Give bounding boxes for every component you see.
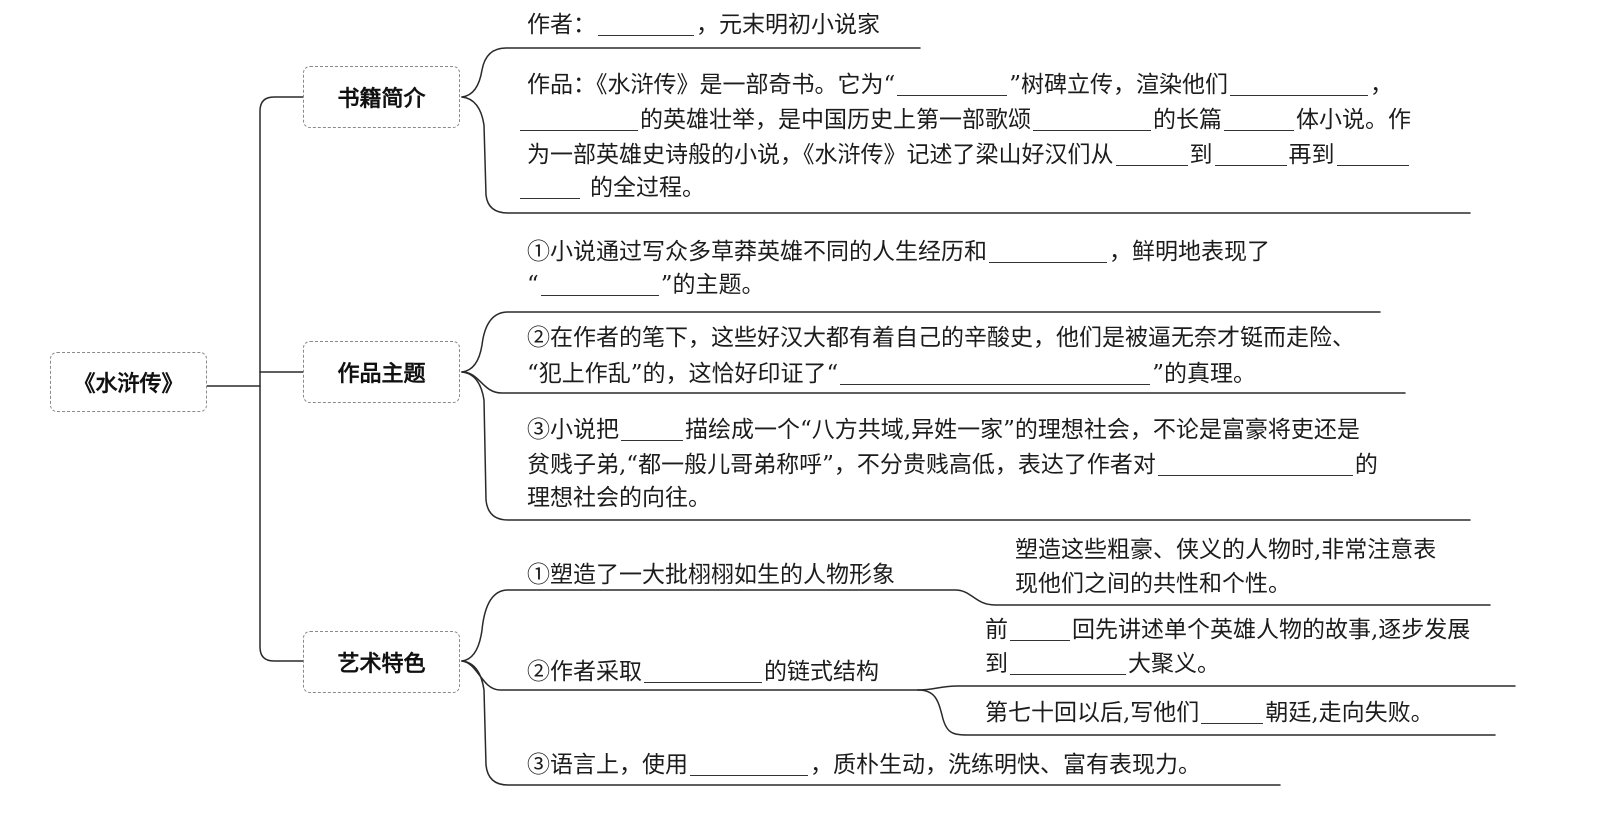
text-segment: ②作者采取 — [527, 659, 642, 685]
text-segment: ③小说把 — [527, 417, 619, 443]
text-segment: 前 — [985, 617, 1008, 643]
text-segment: ②在作者的笔下，这些好汉大都有着自己的辛酸史，他们是被逼无奈才铤而走险、 — [527, 325, 1355, 351]
fill-blank — [989, 242, 1107, 263]
works-line-1: 作品：《水浒传》是一部奇书。它为“ ”树碑立传，渲染他们 ， — [527, 70, 1393, 100]
art-middle-sub-bottom-connector — [917, 689, 1496, 736]
art-3-line: ③语言上，使用 ，质朴生动，洗练明快、富有表现力。 — [527, 750, 1201, 780]
theme-1-line-1: ①小说通过写众多草莽英雄不同的人生经历和 ，鲜明地表现了 — [527, 237, 1270, 267]
text-segment: ，质朴生动，洗练明快、富有表现力。 — [810, 752, 1201, 778]
text-segment: 作品：《水浒传》是一部奇书。它为“ — [527, 72, 896, 98]
text-segment: ③语言上，使用 — [527, 752, 688, 778]
author-line: 作者： ，元末明初小说家 — [527, 10, 880, 40]
branch-node-theme: 作品主题 — [303, 341, 460, 403]
fill-blank — [840, 364, 1151, 385]
art-1-line: ①塑造了一大批栩栩如生的人物形象 — [527, 560, 895, 590]
fill-blank — [598, 15, 694, 36]
text-segment: 为一部英雄史诗般的小说，《水浒传》记述了梁山好汉们从 — [527, 142, 1114, 168]
text-segment: “犯上作乱”的，这恰好印证了“ — [527, 361, 839, 387]
art-2-detail-2-line: 第七十回以后,写他们 朝廷,走向失败。 — [985, 698, 1434, 728]
fill-blank — [1230, 75, 1369, 96]
fill-blank — [621, 420, 683, 441]
theme-3-line-1: ③小说把 描绘成一个“八方共域,异姓一家”的理想社会，不论是富豪将吏还是 — [527, 415, 1360, 445]
intro-bottom-connector — [461, 96, 1471, 214]
text-segment: 的 — [1354, 452, 1378, 478]
fill-blank — [1214, 145, 1287, 166]
trunk-connector — [259, 96, 304, 662]
text-segment: ，鲜明地表现了 — [1109, 239, 1270, 265]
fill-blank — [897, 75, 1008, 96]
text-segment: ”的主题。 — [660, 272, 765, 298]
art-2-line: ②作者采取 的链式结构 — [527, 657, 879, 687]
text-segment: ，元末明初小说家 — [696, 12, 880, 38]
fill-blank — [1224, 110, 1294, 131]
theme-top-connector — [461, 311, 1381, 373]
art-2-detail-1-line-2: 到 大聚义。 — [985, 649, 1220, 679]
fill-blank — [1010, 620, 1070, 641]
text-segment: 的英雄壮举，是中国历史上第一部歌颂 — [640, 107, 1031, 133]
works-line-3: 为一部英雄史诗般的小说，《水浒传》记述了梁山好汉们从 到 再到 — [527, 140, 1411, 170]
text-segment: 塑造这些粗豪、侠义的人物时,非常注意表 — [1015, 537, 1437, 563]
branch-node-art: 艺术特色 — [303, 631, 460, 693]
fill-blank — [1157, 455, 1353, 476]
fill-blank — [520, 110, 638, 131]
text-segment: 朝廷,走向失败。 — [1265, 700, 1434, 726]
art-2-detail-1-line-1: 前 回先讲述单个英雄人物的故事,逐步发展 — [985, 615, 1470, 645]
text-segment: ①塑造了一大批栩栩如生的人物形象 — [527, 562, 895, 588]
art-bottom-connector — [461, 660, 1281, 786]
text-segment: 理想社会的向往。 — [527, 485, 711, 511]
text-segment: ， — [1370, 72, 1394, 98]
text-segment: 的链式结构 — [764, 659, 879, 685]
fill-blank — [1201, 703, 1264, 724]
text-segment: 现他们之间的共性和个性。 — [1015, 571, 1291, 597]
text-segment: 的长篇 — [1153, 107, 1222, 133]
text-segment: 贫贱子弟,“都一般儿哥弟称呼”，不分贵贱高低，表达了作者对 — [527, 452, 1156, 478]
text-segment: 体小说。作 — [1296, 107, 1411, 133]
intro-top-connector — [461, 47, 921, 98]
text-segment: ”的真理。 — [1152, 361, 1257, 387]
text-segment: 描绘成一个“八方共域,异姓一家”的理想社会，不论是富豪将吏还是 — [685, 417, 1360, 443]
text-segment: ①小说通过写众多草莽英雄不同的人生经历和 — [527, 239, 987, 265]
art-middle-sub-top-connector — [917, 685, 1516, 691]
fill-blank — [690, 755, 808, 776]
text-segment: 到 — [985, 651, 1008, 677]
theme-3-line-2: 贫贱子弟,“都一般儿哥弟称呼”，不分贵贱高低，表达了作者对 的 — [527, 450, 1378, 480]
fill-blank — [1336, 145, 1409, 166]
fill-blank — [540, 275, 659, 296]
theme-bottom-connector — [461, 371, 1471, 521]
text-segment: 第七十回以后,写他们 — [985, 700, 1200, 726]
art-1-detail-line-2: 现他们之间的共性和个性。 — [1015, 569, 1291, 599]
theme-3-line-3: 理想社会的向往。 — [527, 483, 711, 513]
root-node: 《水浒传》 — [50, 352, 207, 412]
art-top-connector — [461, 589, 1491, 662]
text-segment: 的全过程。 — [590, 175, 705, 201]
works-line-4: 的全过程。 — [518, 173, 705, 203]
text-segment: 作者： — [527, 12, 596, 38]
fill-blank — [1010, 654, 1126, 675]
text-segment: 回先讲述单个英雄人物的故事,逐步发展 — [1072, 617, 1471, 643]
works-line-2: 的英雄壮举，是中国历史上第一部歌颂 的长篇 体小说。作 — [518, 105, 1411, 135]
text-segment: 再到 — [1288, 142, 1335, 168]
text-segment: 到 — [1189, 142, 1213, 168]
fill-blank — [520, 178, 580, 199]
theme-2-line-2: “犯上作乱”的，这恰好印证了“ ”的真理。 — [527, 359, 1256, 389]
theme-2-line-1: ②在作者的笔下，这些好汉大都有着自己的辛酸史，他们是被逼无奈才铤而走险、 — [527, 323, 1355, 353]
fill-blank — [1033, 110, 1151, 131]
theme-1-line-2: “ ”的主题。 — [527, 270, 765, 300]
text-segment: “ — [527, 272, 539, 298]
branch-node-intro: 书籍简介 — [303, 66, 460, 128]
art-1-detail-line-1: 塑造这些粗豪、侠义的人物时,非常注意表 — [1015, 535, 1436, 565]
fill-blank — [644, 662, 762, 683]
text-segment: 大聚义。 — [1128, 651, 1220, 677]
text-segment: ”树碑立传，渲染他们 — [1009, 72, 1229, 98]
fill-blank — [1115, 145, 1188, 166]
